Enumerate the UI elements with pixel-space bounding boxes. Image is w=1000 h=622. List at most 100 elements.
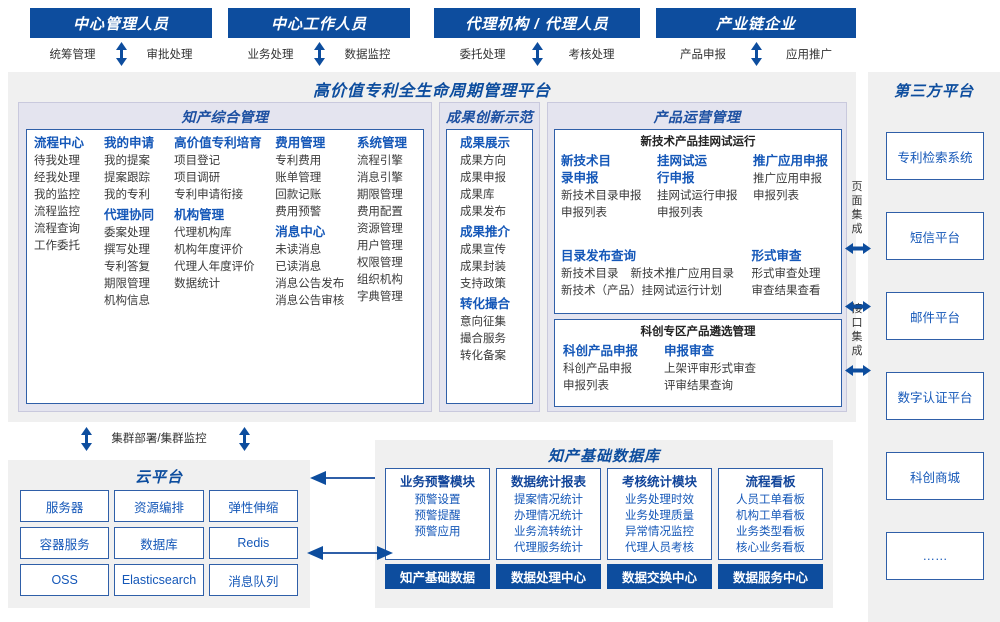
cloud-box-2[interactable]: 弹性伸缩 <box>208 490 298 522</box>
ip-item-2-0-0[interactable]: 项目登记 <box>174 155 221 167</box>
prod-catalog-query-head[interactable]: 目录发布查询 <box>561 249 637 263</box>
cloud-box-3[interactable]: 容器服务 <box>20 527 110 559</box>
ip-head-1-0[interactable]: 我的申请 <box>104 136 155 150</box>
prod-form-review-head[interactable]: 形式审查 <box>751 249 802 263</box>
ip-head-1-1[interactable]: 代理协同 <box>104 208 155 222</box>
db-foot-2[interactable]: 数据交换中心 <box>607 564 712 589</box>
achv-item-1-2[interactable]: 支持政策 <box>460 278 506 290</box>
third-party-box-0[interactable]: 专利检索系统 <box>886 132 984 180</box>
achv-item-0-3[interactable]: 成果发布 <box>460 206 506 218</box>
prod2-item-0-0[interactable]: 科创产品申报 <box>563 363 632 375</box>
db-item-3-0[interactable]: 人员工单看板 <box>736 494 805 506</box>
prod-item-2-0[interactable]: 推广应用申报 <box>753 173 822 185</box>
ip-item-2-1-3[interactable]: 数据统计 <box>174 278 221 290</box>
prod-head-2[interactable]: 推广应用申报 <box>753 154 829 168</box>
ip-item-3-1-2[interactable]: 消息公告发布 <box>275 278 345 290</box>
ip-item-4-0-4[interactable]: 资源管理 <box>356 223 403 235</box>
achv-item-0-2[interactable]: 成果库 <box>460 189 495 201</box>
ip-item-0-0-1[interactable]: 经我处理 <box>34 172 80 184</box>
ip-item-3-0-1[interactable]: 账单管理 <box>275 172 322 184</box>
db-item-0-0[interactable]: 预警设置 <box>414 494 461 506</box>
achv-head-2[interactable]: 转化撮合 <box>460 297 511 311</box>
db-foot-1[interactable]: 数据处理中心 <box>496 564 601 589</box>
third-party-box-4[interactable]: 科创商城 <box>886 452 984 500</box>
prod-catalog-item-0[interactable]: 新技术目录 <box>561 268 619 280</box>
ip-item-1-0-1[interactable]: 提案跟踪 <box>104 172 151 184</box>
ip-item-2-1-0[interactable]: 代理机构库 <box>174 227 232 239</box>
db-item-0-2[interactable]: 预警应用 <box>414 526 461 538</box>
ip-item-4-0-3[interactable]: 费用配置 <box>356 206 403 218</box>
prod-item-1-0[interactable]: 挂网试运行申报 <box>657 190 738 202</box>
db-foot-3[interactable]: 数据服务中心 <box>718 564 823 589</box>
db-foot-0[interactable]: 知产基础数据 <box>385 564 490 589</box>
achv-item-0-0[interactable]: 成果方向 <box>460 155 506 167</box>
ip-item-3-0-3[interactable]: 费用预警 <box>275 206 322 218</box>
ip-item-4-0-6[interactable]: 权限管理 <box>356 257 403 269</box>
third-party-box-5[interactable]: …… <box>886 532 984 580</box>
ip-item-4-0-1[interactable]: 消息引擎 <box>356 172 403 184</box>
third-party-box-2[interactable]: 邮件平台 <box>886 292 984 340</box>
prod-item-0-1[interactable]: 申报列表 <box>561 207 607 219</box>
db-head-0[interactable]: 业务预警模块 <box>399 475 475 489</box>
db-head-2[interactable]: 考核统计模块 <box>621 475 697 489</box>
prod-head-1[interactable]: 挂网试运行申报 <box>657 154 708 185</box>
cloud-box-7[interactable]: Elasticsearch <box>114 564 204 596</box>
ip-head-2-0[interactable]: 高价值专利培育 <box>174 136 262 150</box>
prod-form-review-item-1[interactable]: 审查结果查看 <box>751 285 821 297</box>
prod2-item-1-1[interactable]: 评审结果查询 <box>664 380 734 392</box>
db-item-1-3[interactable]: 代理服务统计 <box>514 542 583 554</box>
prod2-item-0-1[interactable]: 申报列表 <box>563 380 609 392</box>
db-head-1[interactable]: 数据统计报表 <box>510 475 586 489</box>
achv-item-0-1[interactable]: 成果申报 <box>460 172 506 184</box>
ip-item-0-0-3[interactable]: 流程监控 <box>34 206 80 218</box>
db-item-2-1[interactable]: 业务处理质量 <box>625 510 694 522</box>
db-item-3-2[interactable]: 业务类型看板 <box>736 526 805 538</box>
ip-item-1-1-4[interactable]: 机构信息 <box>104 295 151 307</box>
ip-item-0-0-4[interactable]: 流程查询 <box>34 223 80 235</box>
achv-head-0[interactable]: 成果展示 <box>460 136 511 150</box>
ip-item-2-1-2[interactable]: 代理人年度评价 <box>174 261 255 273</box>
ip-head-0-0[interactable]: 流程中心 <box>34 136 85 150</box>
achv-item-2-2[interactable]: 转化备案 <box>460 350 506 362</box>
cloud-box-8[interactable]: 消息队列 <box>208 564 298 596</box>
ip-head-2-1[interactable]: 机构管理 <box>174 208 225 222</box>
ip-item-1-0-2[interactable]: 我的专利 <box>104 189 151 201</box>
ip-item-1-1-2[interactable]: 专利答复 <box>104 261 151 273</box>
third-party-box-3[interactable]: 数字认证平台 <box>886 372 984 420</box>
ip-item-2-1-1[interactable]: 机构年度评价 <box>174 244 244 256</box>
ip-item-1-0-0[interactable]: 我的提案 <box>104 155 151 167</box>
ip-item-4-0-0[interactable]: 流程引擎 <box>356 155 403 167</box>
ip-head-3-0[interactable]: 费用管理 <box>275 136 326 150</box>
achv-head-1[interactable]: 成果推介 <box>460 225 511 239</box>
prod2-head-0[interactable]: 科创产品申报 <box>563 344 639 358</box>
prod-item-1-1[interactable]: 申报列表 <box>657 207 703 219</box>
ip-item-1-1-0[interactable]: 委案处理 <box>104 227 151 239</box>
db-item-1-2[interactable]: 业务流转统计 <box>514 526 583 538</box>
achv-item-1-0[interactable]: 成果宣传 <box>460 244 506 256</box>
prod-head-0[interactable]: 新技术目录申报 <box>561 154 612 185</box>
ip-item-3-0-2[interactable]: 回款记账 <box>275 189 322 201</box>
ip-head-4-0[interactable]: 系统管理 <box>356 136 407 150</box>
prod-item-0-0[interactable]: 新技术目录申报 <box>561 190 642 202</box>
ip-item-0-0-5[interactable]: 工作委托 <box>34 240 80 252</box>
ip-item-3-1-3[interactable]: 消息公告审核 <box>275 295 345 307</box>
cloud-box-6[interactable]: OSS <box>20 564 110 596</box>
ip-item-2-0-2[interactable]: 专利申请衔接 <box>174 189 244 201</box>
db-item-2-3[interactable]: 代理人员考核 <box>625 542 694 554</box>
db-item-0-1[interactable]: 预警提醒 <box>414 510 461 522</box>
cloud-box-4[interactable]: 数据库 <box>114 527 204 559</box>
ip-item-4-0-5[interactable]: 用户管理 <box>356 240 403 252</box>
ip-item-0-0-0[interactable]: 待我处理 <box>34 155 80 167</box>
cloud-box-0[interactable]: 服务器 <box>20 490 110 522</box>
cloud-box-1[interactable]: 资源编排 <box>114 490 204 522</box>
ip-item-3-0-0[interactable]: 专利费用 <box>275 155 322 167</box>
db-item-1-0[interactable]: 提案情况统计 <box>514 494 583 506</box>
ip-head-3-1[interactable]: 消息中心 <box>275 225 326 239</box>
prod-item-2-1[interactable]: 申报列表 <box>753 190 799 202</box>
prod-catalog-item-1[interactable]: 新技术推广应用目录 <box>630 268 735 280</box>
db-item-1-1[interactable]: 办理情况统计 <box>514 510 583 522</box>
ip-item-4-0-2[interactable]: 期限管理 <box>356 189 403 201</box>
db-head-3[interactable]: 流程看板 <box>745 475 796 489</box>
achv-item-2-0[interactable]: 意向征集 <box>460 316 506 328</box>
ip-item-3-1-0[interactable]: 未读消息 <box>275 244 322 256</box>
